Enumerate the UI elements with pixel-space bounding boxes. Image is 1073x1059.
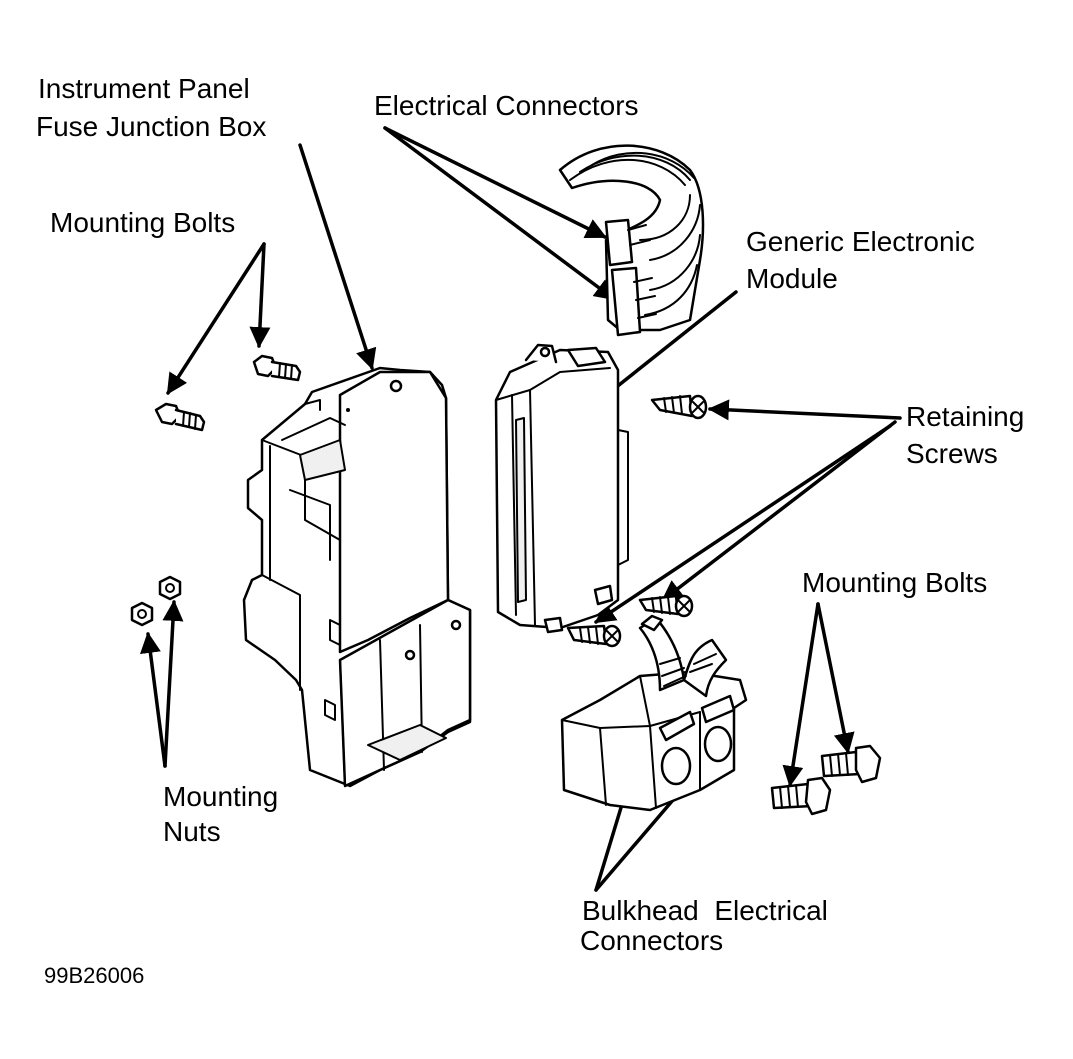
arrow-bolt-right-2: [816, 602, 855, 755]
retaining-screw-lower: [566, 624, 622, 648]
label-electrical-connectors: Electrical Connectors: [374, 90, 639, 121]
mounting-nut-upper: [158, 575, 182, 601]
label-bulkhead-line1: Bulkhead Electrical: [582, 895, 828, 926]
label-retaining-line2: Screws: [906, 438, 998, 469]
label-gem-line2: Module: [746, 263, 838, 294]
arrow-connector-2: [383, 126, 616, 301]
electrical-connector-harness: [558, 144, 705, 337]
bulkhead-electrical-connectors: [560, 614, 748, 812]
mounting-nut-lower: [130, 601, 154, 627]
retaining-screw-middle: [638, 594, 694, 618]
mounting-bolt-left-lower: [154, 402, 206, 432]
arrow-nut-1: [140, 631, 167, 768]
arrow-screw-1: [707, 399, 902, 421]
retaining-screw-upper: [650, 394, 708, 420]
label-fuse-box-line1: Instrument Panel: [38, 73, 250, 104]
label-mounting-bolts-right: Mounting Bolts: [802, 567, 987, 598]
mounting-bolt-right-lower: [770, 776, 832, 816]
arrow-bolt-right-1: [782, 602, 820, 788]
label-fuse-box-line2: Fuse Junction Box: [36, 111, 266, 142]
arrow-screw-3: [594, 424, 892, 624]
arrow-bolt-left-2: [249, 242, 271, 349]
figure-code: 99B26006: [44, 963, 144, 988]
generic-electronic-module: [494, 343, 629, 634]
label-retaining-line1: Retaining: [906, 401, 1024, 432]
arrow-nut-2: [162, 599, 184, 768]
label-mounting-nuts-line2: Nuts: [163, 816, 221, 847]
label-mounting-bolts-left: Mounting Bolts: [50, 207, 235, 238]
label-bulkhead-line2: Connectors: [580, 925, 723, 956]
mounting-bolt-left-upper: [252, 354, 302, 382]
label-gem-line1: Generic Electronic: [746, 226, 975, 257]
arrow-screw-2: [661, 420, 897, 602]
arrow-connector-1: [383, 126, 607, 239]
fuse-junction-box: [242, 366, 472, 788]
mounting-bolt-right-upper: [820, 744, 882, 784]
arrow-fuse-box: [298, 143, 377, 370]
label-mounting-nuts-line1: Mounting: [163, 781, 278, 812]
arrow-bolt-left-1: [166, 242, 266, 395]
